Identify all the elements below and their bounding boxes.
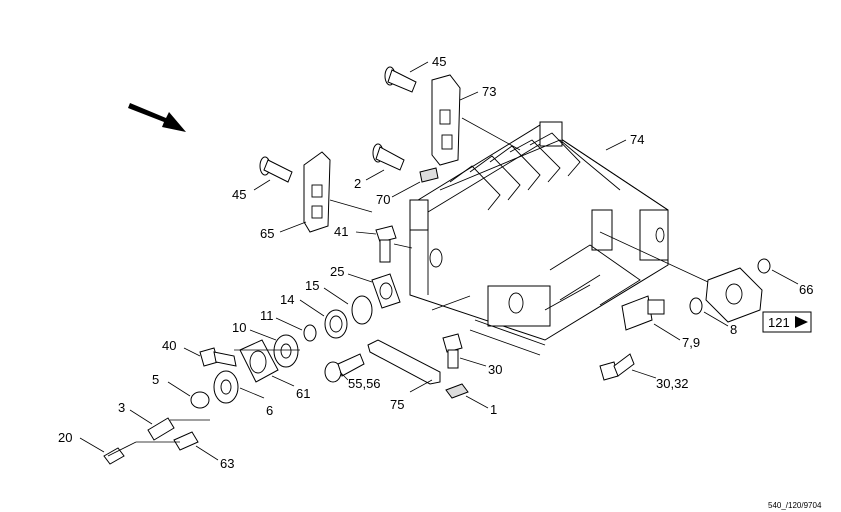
label-73: 73 bbox=[482, 84, 496, 99]
label-8: 8 bbox=[730, 322, 737, 337]
page-reference-number: 121 bbox=[768, 315, 790, 330]
bracket-part-7-9 bbox=[621, 295, 665, 331]
label-20: 20 bbox=[58, 430, 72, 445]
label-74: 74 bbox=[630, 132, 644, 147]
label-3: 3 bbox=[118, 400, 125, 415]
label-5: 5 bbox=[152, 372, 159, 387]
page-reference[interactable]: 121 bbox=[762, 311, 812, 333]
label-1: 1 bbox=[490, 402, 497, 417]
label-2: 2 bbox=[354, 176, 361, 191]
label-30: 30 bbox=[488, 362, 502, 377]
housing-part-66 bbox=[705, 258, 771, 323]
drawing-code: 540_/120/9704 bbox=[768, 501, 822, 510]
leader-lines bbox=[79, 61, 799, 461]
label-41: 41 bbox=[334, 224, 348, 239]
bolt-part-30 bbox=[442, 333, 463, 369]
washer-part-5 bbox=[190, 391, 210, 409]
bolt-part-30-32 bbox=[599, 353, 635, 381]
label-25: 25 bbox=[330, 264, 344, 279]
label-14: 14 bbox=[280, 292, 294, 307]
label-6: 6 bbox=[266, 403, 273, 418]
bolt-part-41 bbox=[375, 225, 397, 263]
plate-part-75 bbox=[367, 339, 441, 385]
fitting-part-20 bbox=[103, 447, 125, 465]
ring-part-11 bbox=[303, 324, 317, 342]
bracket-part-73 bbox=[431, 74, 461, 166]
view-direction-arrow bbox=[128, 103, 186, 132]
circlip-part-15 bbox=[351, 295, 373, 325]
label-11: 11 bbox=[260, 308, 274, 323]
label-66: 66 bbox=[799, 282, 813, 297]
screw-part-2 bbox=[372, 143, 405, 171]
label-55-56: 55,56 bbox=[348, 376, 381, 391]
block-part-1 bbox=[445, 383, 469, 399]
housing-part-61 bbox=[239, 339, 279, 383]
bolt-part-40 bbox=[199, 347, 237, 367]
frame-part-74 bbox=[409, 121, 669, 356]
bushing-part-8 bbox=[689, 297, 703, 315]
label-70: 70 bbox=[376, 192, 390, 207]
label-45-top: 45 bbox=[432, 54, 446, 69]
washer-part-14 bbox=[324, 309, 348, 339]
label-45-left: 45 bbox=[232, 187, 246, 202]
label-75: 75 bbox=[390, 397, 404, 412]
screw-part-45-top bbox=[384, 66, 417, 93]
part-labels: 45 73 74 2 70 45 65 41 25 15 14 11 10 40… bbox=[58, 54, 813, 471]
label-65: 65 bbox=[260, 226, 274, 241]
bearing-part-10 bbox=[273, 334, 299, 368]
play-arrow-icon bbox=[795, 316, 808, 328]
label-61: 61 bbox=[296, 386, 310, 401]
bolt-part-55-56 bbox=[324, 353, 365, 383]
label-7-9: 7,9 bbox=[682, 335, 700, 350]
nipple-part-3 bbox=[147, 417, 175, 441]
flange-part-25 bbox=[371, 273, 401, 309]
label-30-32: 30,32 bbox=[656, 376, 689, 391]
bearing-part-6 bbox=[213, 370, 239, 404]
screw-part-45-left bbox=[259, 156, 293, 183]
label-10: 10 bbox=[232, 320, 246, 335]
fitting-part-63 bbox=[173, 431, 199, 451]
plate-part-70 bbox=[419, 167, 439, 183]
bracket-part-65 bbox=[303, 151, 331, 233]
label-15: 15 bbox=[305, 278, 319, 293]
label-63: 63 bbox=[220, 456, 234, 471]
label-40: 40 bbox=[162, 338, 176, 353]
